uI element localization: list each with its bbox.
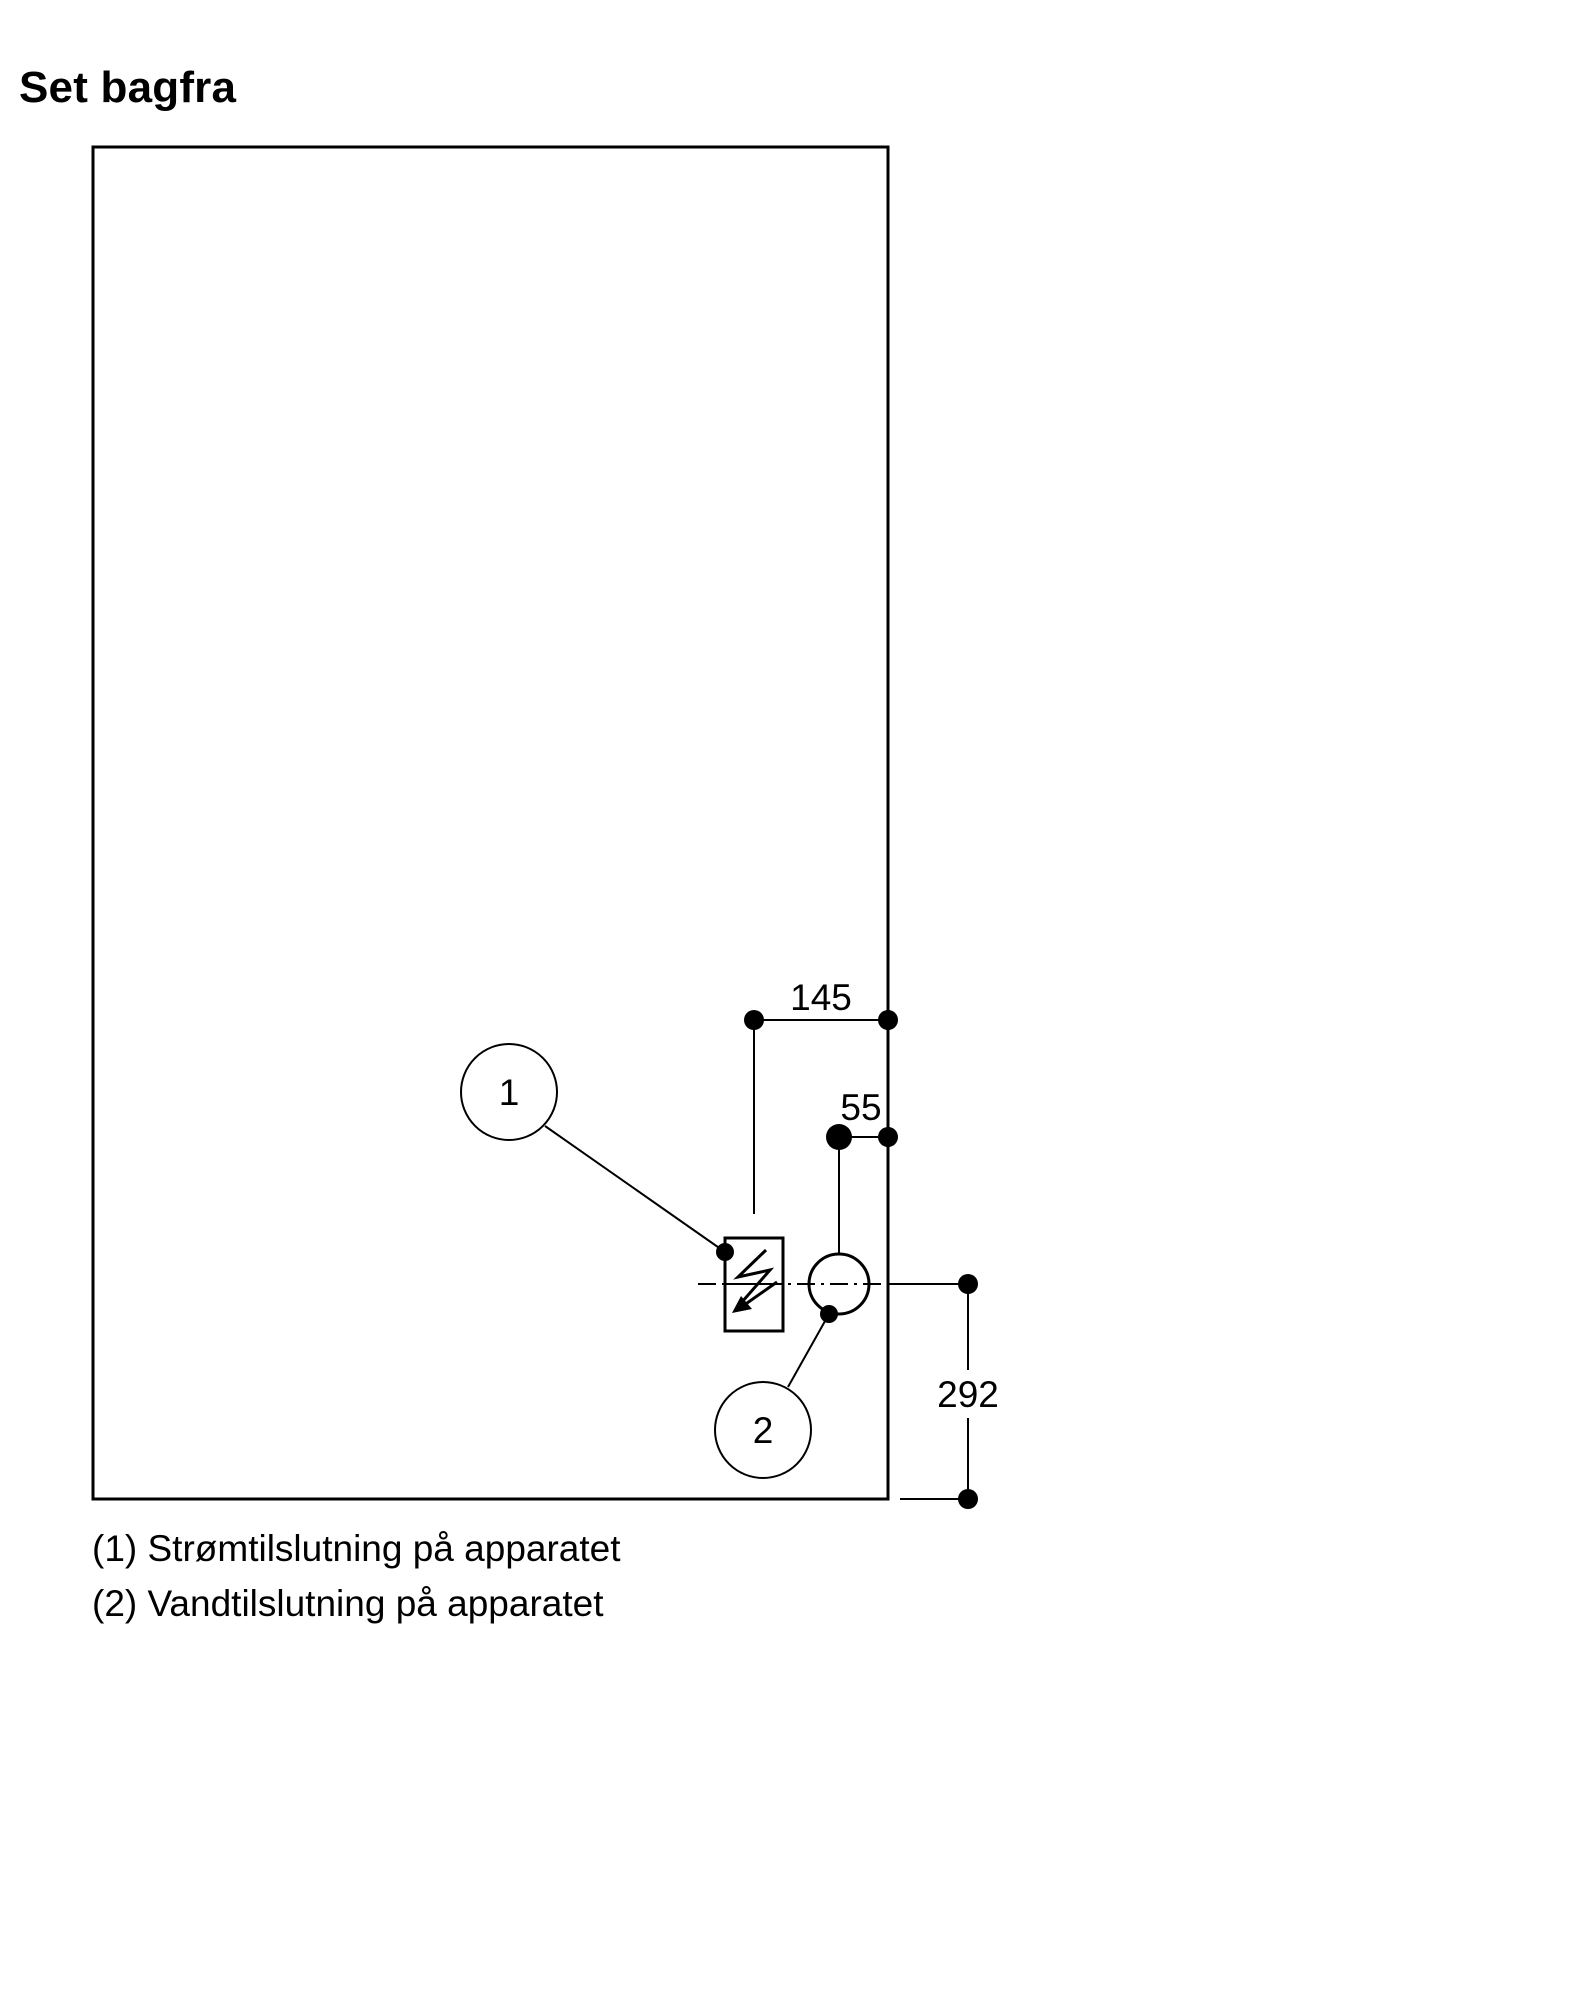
lightning-bolt — [733, 1248, 775, 1303]
callout-2: 2 — [714, 1305, 838, 1479]
lightning-arrow-icon — [723, 1236, 785, 1333]
dimension-145-dot-right — [878, 1010, 898, 1030]
dimension-292-dot-top — [958, 1274, 978, 1294]
dimension-145-dot-left — [744, 1010, 764, 1030]
callout-1-dot — [716, 1243, 734, 1261]
callout-2-dot — [820, 1305, 838, 1323]
callout-2-circle — [714, 1381, 812, 1479]
callout-1: 1 — [460, 1043, 734, 1261]
dimension-55-label: 55 — [840, 1087, 881, 1128]
dimension-292-dot-bottom — [958, 1489, 978, 1509]
callout-1-leader — [544, 1125, 726, 1253]
dimension-145-label: 145 — [790, 977, 852, 1018]
dimension-55: 55 — [826, 1087, 898, 1254]
dimension-145: 145 — [744, 977, 898, 1214]
power-arrow-head — [732, 1296, 752, 1313]
legend-item-power: (1) Strømtilslutning på apparatet — [92, 1528, 621, 1569]
legend-item-water: (2) Vandtilslutning på apparatet — [92, 1583, 604, 1624]
callout-1-circle — [460, 1043, 558, 1141]
dimension-292-label: 292 — [937, 1374, 999, 1415]
page-title: Set bagfra — [19, 63, 237, 112]
callout-2-label: 2 — [753, 1410, 774, 1451]
callout-1-label: 1 — [499, 1072, 520, 1113]
callout-2-leader — [787, 1313, 830, 1388]
appliance-outline — [91, 145, 890, 1501]
dimension-55-dot-right — [878, 1127, 898, 1147]
water-connection-circle-icon — [807, 1252, 871, 1316]
dimension-55-dot-left — [826, 1124, 852, 1150]
dimension-292: 292 — [888, 1274, 999, 1509]
